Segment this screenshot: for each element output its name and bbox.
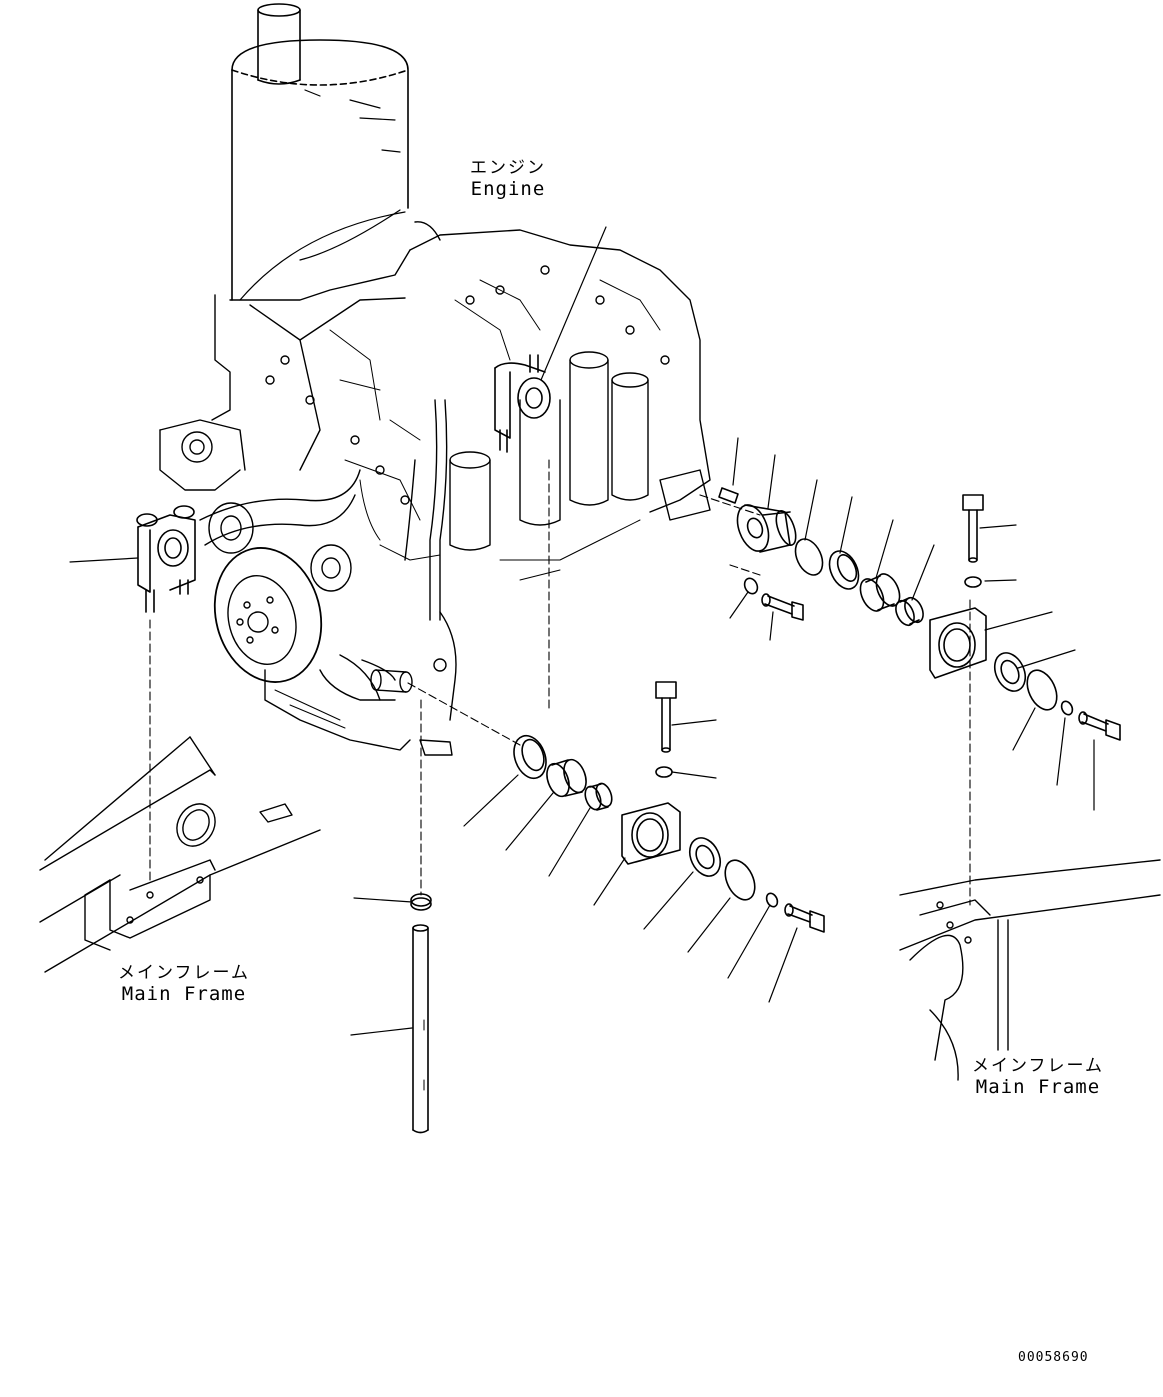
washer-small-upper-right: [1060, 700, 1074, 716]
hose-clamp: [410, 893, 432, 911]
stopper-plate-lower: [724, 859, 756, 901]
engine-label-jp: エンジン: [470, 158, 546, 178]
drawing-number: 00058690: [1018, 1350, 1089, 1365]
cushion-lower: [546, 758, 587, 798]
front-mount-bracket: [136, 505, 196, 613]
rear-mount-bracket-upper: [494, 354, 551, 453]
main-frame-left-label: メインフレーム Main Frame: [118, 963, 250, 1006]
bolt-horizontal-lower: [784, 903, 825, 933]
main-frame-left: [39, 736, 321, 973]
pin-small: [718, 487, 739, 504]
seal-upper: [828, 550, 860, 590]
bolt-horizontal-upper-right: [1078, 711, 1121, 741]
engine-label: エンジン Engine: [470, 158, 546, 201]
cushion-upper: [859, 573, 901, 612]
seal-lower: [513, 734, 547, 780]
drain-hose: [412, 924, 429, 1134]
washer-spring-upper-right: [964, 576, 982, 588]
mount-block-lower: [621, 802, 681, 865]
muffler: [231, 3, 409, 301]
washer-small-left-upper: [743, 577, 759, 595]
engine-block: [159, 221, 711, 756]
main-frame-left-label-en: Main Frame: [121, 983, 247, 1006]
bolt-vertical-lower: [655, 681, 677, 753]
main-frame-right-label-jp: メインフレーム: [972, 1056, 1104, 1076]
main-frame-right-label-en: Main Frame: [975, 1076, 1101, 1099]
leader-lines: [69, 226, 1095, 1036]
stopper-plate-upper-right: [1026, 669, 1058, 711]
seal-upper-right: [993, 652, 1027, 692]
washer-spring-lower: [655, 766, 673, 778]
washer-small-lower: [765, 892, 779, 908]
mount-block-upper-right: [929, 607, 987, 679]
washer-thin-upper: [794, 538, 824, 576]
main-frame-left-label-jp: メインフレーム: [118, 963, 250, 983]
mount-housing-upper: [736, 504, 797, 553]
main-frame-right: [899, 859, 1161, 1081]
bolt-vertical-upper: [962, 494, 984, 563]
main-frame-right-label: メインフレーム Main Frame: [972, 1056, 1104, 1099]
seal-lower-right: [688, 837, 722, 877]
alignment-lines: [149, 459, 971, 906]
engine-label-en: Engine: [470, 178, 546, 201]
bolt-horizontal-upper: [761, 593, 804, 621]
bushing-lower: [584, 782, 613, 811]
bushing-upper: [895, 596, 924, 627]
